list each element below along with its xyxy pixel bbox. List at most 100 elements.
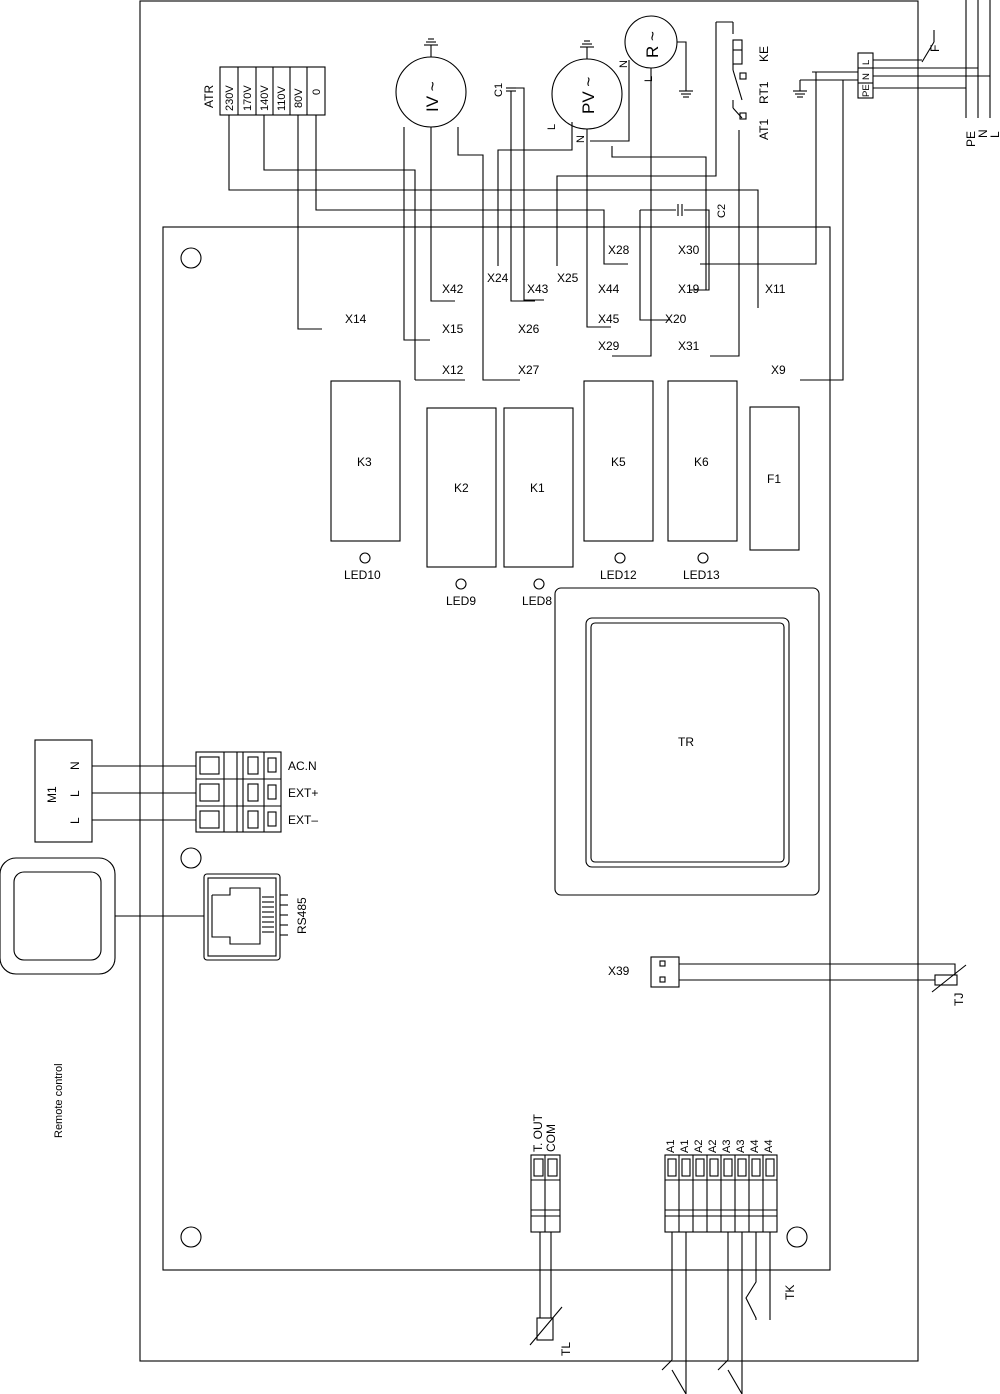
connector-x11: X11 [765,282,786,296]
relay-k3: K3 [330,380,401,542]
led10-label: LED10 [344,568,381,582]
c2-label: C2 [716,204,728,218]
atr-tap-230: 230V [224,85,236,111]
at1-label: AT1 [757,119,771,140]
mains-line-n: N [976,129,990,138]
m1-label: M1 [45,786,59,803]
a-label-8: A4 [763,1140,775,1153]
mount-hole [786,1226,808,1248]
remote-control-label: Remote control [53,1063,65,1138]
connector-x12: X12 [442,363,464,377]
connector-x9: X9 [771,363,786,377]
mains-terminal-pe: PE [861,84,872,97]
connector-x25: X25 [557,271,579,285]
thermostat-group: KE RT1 AT1 [716,21,771,140]
a-label-6: A3 [735,1140,747,1153]
mount-hole [180,247,202,269]
motor-r-label: R ~ [643,31,662,58]
m1-l2: L [68,817,82,824]
a-terminal-wires: TK [661,1232,797,1394]
breaker-f [921,41,935,63]
atr-tap-170: 170V [242,85,254,111]
motor-iv: IV ~ [395,38,467,128]
terminal-ext-minus: EXT– [288,813,318,827]
mount-hole [180,847,202,869]
capacitor-c1: C1 [493,83,516,97]
svg-text:K1: K1 [530,481,545,495]
connector-x20: X20 [665,312,687,326]
a-terminal-block: A1 A1 A2 A2 A3 A3 A4 A4 [664,1140,778,1233]
transformer-tr: TR [554,587,820,896]
a-label-4: A2 [707,1140,719,1153]
mains-terminal-n: N [861,73,872,80]
terminal-ac-n: AC.N [288,759,317,773]
wire-label-l: L [546,124,558,130]
mount-hole [180,1226,202,1248]
c1-label: C1 [493,83,505,97]
svg-text:K6: K6 [694,455,709,469]
wires: C2 [228,22,990,381]
motor-pv-label: PV ~ [579,77,598,114]
rs485-pins [262,894,288,936]
led9-label: LED9 [446,594,476,608]
tout-terminal: T. OUT COM [530,1113,561,1318]
connector-x43: X43 [527,282,549,296]
connector-x24: X24 [487,271,509,285]
x39-label: X39 [608,964,630,978]
atr-tap-block: ATR 230V 170V 140V 110V 80V 0 [202,66,326,116]
motor-pv: PV ~ [551,40,623,130]
control-board [162,226,831,1271]
wire-label-n: N [618,60,630,68]
wire-label-n: N [575,135,587,143]
a-label-2: A1 [679,1140,691,1153]
led8-label: LED8 [522,594,552,608]
tout-label: T. OUT [531,1113,545,1152]
connector-x14: X14 [345,312,367,326]
relay-k6: K6 [667,380,738,542]
breaker-f-label: F [928,45,942,52]
remote-control: Remote control [0,857,204,1138]
mains-terminal: L N PE [857,52,874,99]
atr-tap-110: 110V [276,85,288,111]
sensor-tj: TJ [931,964,967,1006]
atr-label: ATR [202,85,216,108]
relay-k1: K1 [503,407,574,568]
ke-label: KE [757,46,771,62]
m1-n: N [68,761,82,770]
led13-label: LED13 [683,568,720,582]
connector-x44: X44 [598,282,620,296]
a-label-1: A1 [665,1140,677,1153]
m1-terminal-block: AC.N EXT+ EXT– [195,751,318,833]
fuse-f1: F1 [749,406,800,551]
connector-x42: X42 [442,282,464,296]
atr-tap-0: 0 [311,89,323,95]
motor-iv-label: IV ~ [423,81,442,112]
mains-terminal-l: L [861,60,872,65]
connector-labels: X14 X15 X12 X42 X24 X43 X26 X27 X25 X28 … [345,243,786,381]
connector-x45: X45 [598,312,620,326]
terminal-ext-plus: EXT+ [288,786,318,800]
com-label: COM [544,1124,558,1152]
svg-text:TR: TR [678,735,694,749]
a-label-3: A2 [693,1140,705,1153]
rs485-label: RS485 [295,897,309,934]
relay-k5: K5 [583,380,654,542]
svg-text:K3: K3 [357,455,372,469]
connector-x28: X28 [608,243,630,257]
relay-k2: K2 [426,407,497,568]
svg-text:F1: F1 [767,472,781,486]
connector-x15: X15 [442,322,464,336]
motor-r: R ~ [624,15,693,98]
tl-label: TL [559,1342,573,1356]
atr-tap-140: 140V [259,85,271,111]
rs485-port: RS485 [203,873,309,961]
connector-x19: X19 [678,282,700,296]
atr-tap-80: 80V [293,88,305,108]
mains-line-l: L [988,131,1000,138]
connector-x27: X27 [518,363,540,377]
connector-x29: X29 [598,339,620,353]
sensor-tl: TL [529,1306,573,1356]
led-indicators: LED10 LED9 LED8 LED12 LED13 [344,552,720,608]
svg-text:K5: K5 [611,455,626,469]
